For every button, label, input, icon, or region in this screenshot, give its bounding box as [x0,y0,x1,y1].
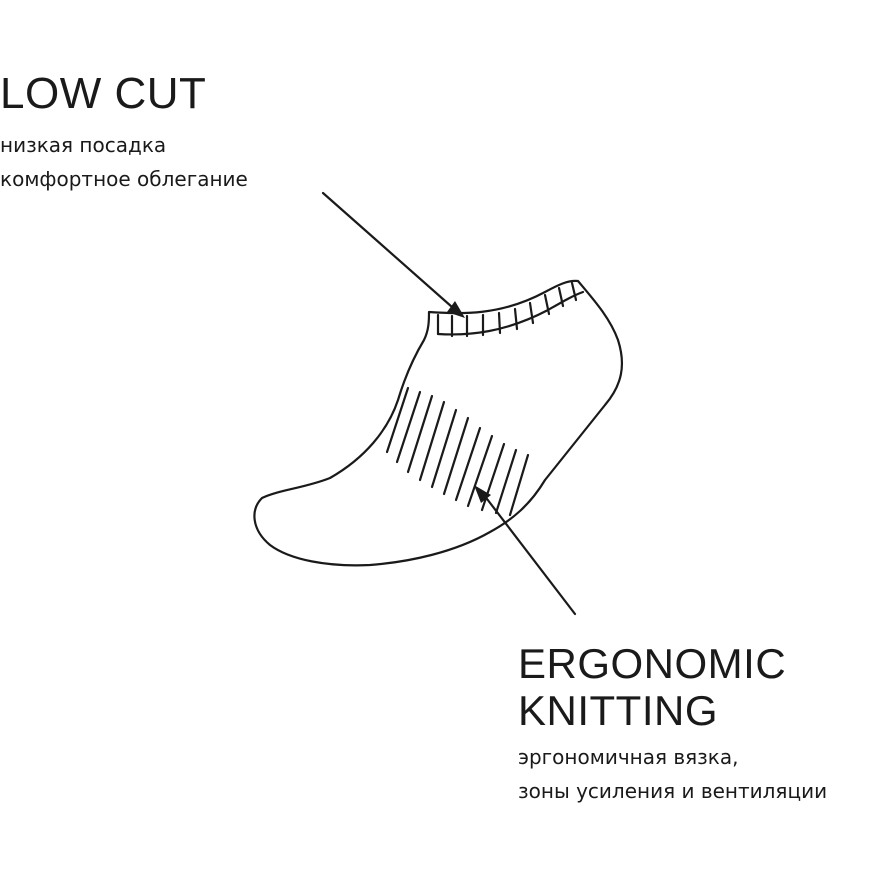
ergonomic-title-line-2: KNITTING [518,687,718,734]
low-cut-line-2: комфортное облегание [0,167,248,191]
ergonomic-line-1: эргономичная вязка, [518,745,739,769]
cuff-ribbing [436,281,578,338]
low-cut-arrow-line [321,191,454,309]
ergonomic-line-2: зоны усиления и вентиляции [518,779,828,803]
ergonomic-title-line-1: ERGONOMIC [518,640,787,687]
low-cut-title: LOW CUT [0,69,207,118]
ergonomic-knitting-title: ERGONOMIC KNITTING [518,640,786,734]
ergonomic-arrow-line [482,493,577,616]
arrow-icon [447,301,465,318]
knitting-stripes [385,386,530,517]
cuff-line [436,290,585,336]
low-cut-description: низкая посадка комфортное облегание [0,128,248,196]
low-cut-line-1: низкая посадка [0,133,167,157]
ergonomic-knitting-description: эргономичная вязка, зоны усиления и вент… [518,740,827,808]
sock-icon [253,279,624,567]
arrow-icon [474,485,491,503]
